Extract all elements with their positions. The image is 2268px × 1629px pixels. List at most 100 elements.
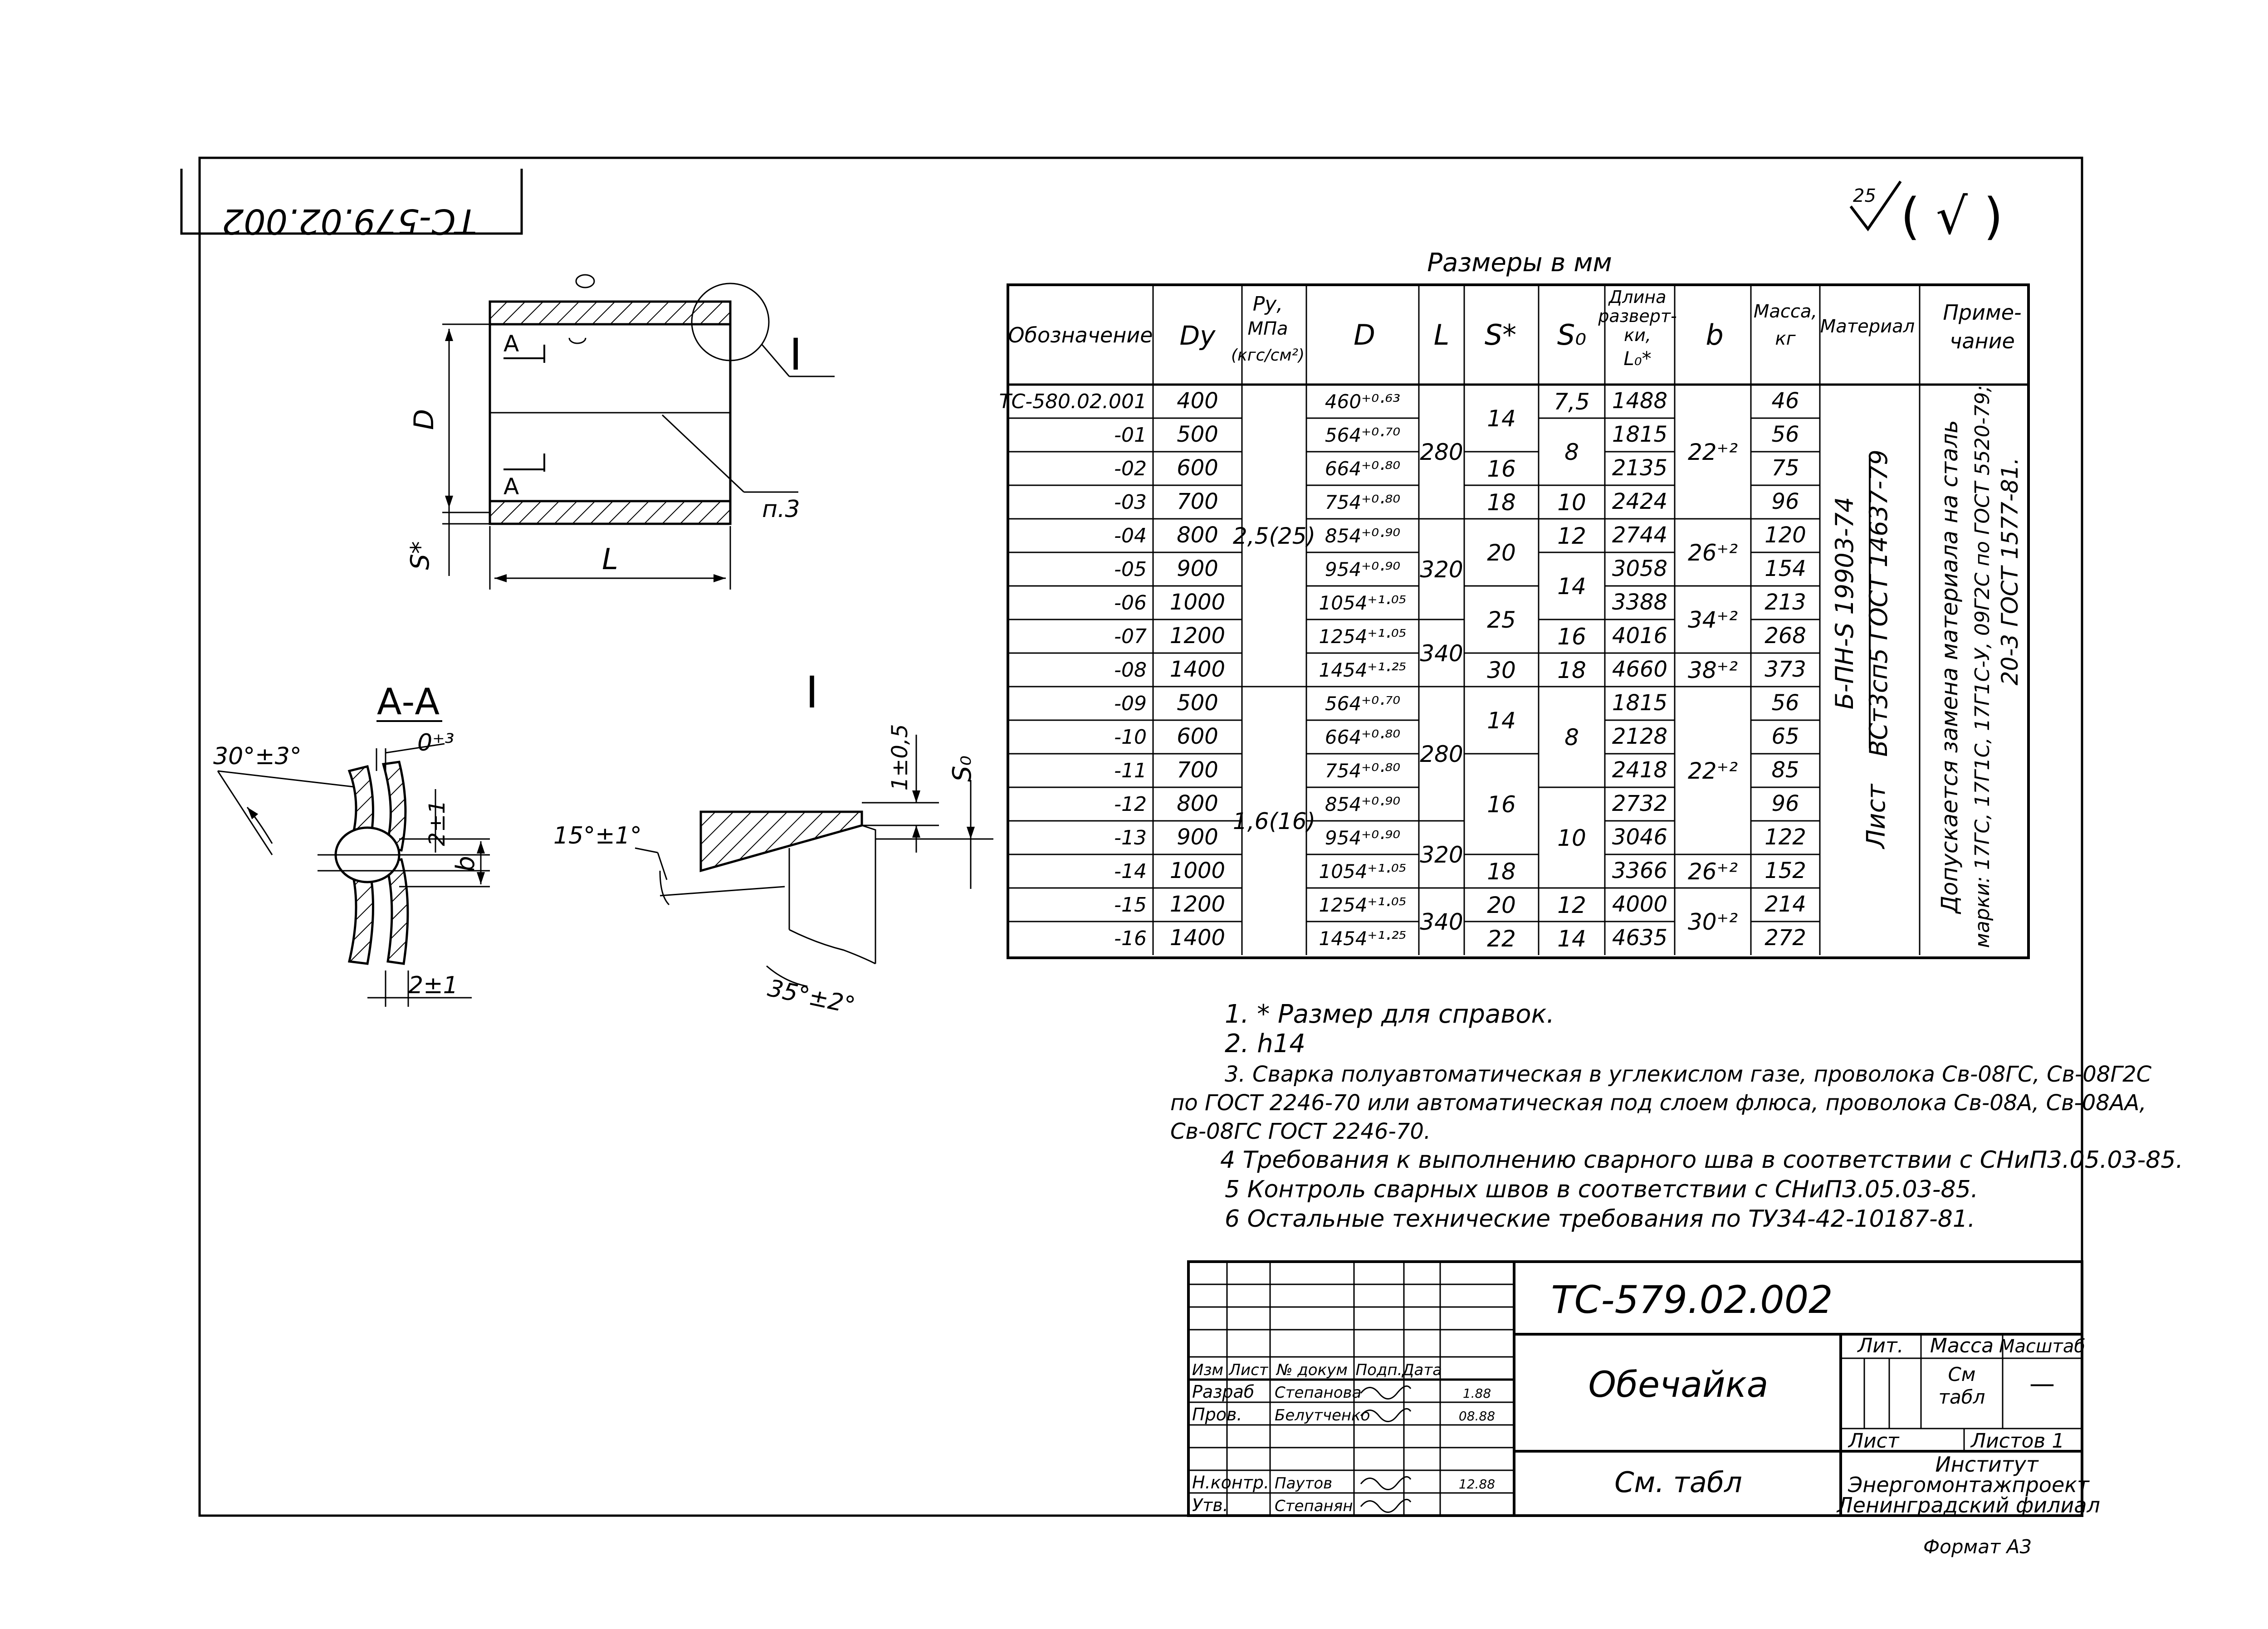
cell-lo-9: 1815 (1612, 690, 1667, 716)
cell-id-15: -15 (1114, 893, 1147, 917)
detail-s0: S₀ (948, 756, 977, 782)
section-mark-top: А (503, 331, 519, 357)
cell-id-16: -16 (1114, 927, 1147, 950)
tb-signature-0 (1360, 1385, 1412, 1400)
cell-lo-11: 2418 (1612, 757, 1667, 783)
tb-role-3: Утв. (1192, 1495, 1228, 1515)
cell-id-7: -07 (1114, 625, 1147, 648)
note-line-3: 20-3 ГОСТ 1577-81. (1997, 458, 2023, 686)
tb-signature-3 (1360, 1498, 1412, 1513)
cell-s-10: 22 (1487, 926, 1516, 952)
hdr-note-1: Приме- (1943, 300, 2021, 325)
note-5: 5 Контроль сварных швов в соответствии с… (1225, 1176, 1978, 1203)
cell-d-5: 954⁺⁰·⁹⁰ (1325, 558, 1400, 580)
cell-s-1: 16 (1487, 456, 1516, 482)
detail-angle1: 15°±1° (553, 822, 642, 849)
detail-i-view (635, 735, 993, 987)
wall-bottom (489, 500, 732, 525)
cell-lo-2: 2135 (1612, 455, 1667, 481)
cell-dy-6: 1000 (1170, 590, 1225, 615)
section-aa-view (217, 743, 490, 1007)
top-stamp-text: ТС-579.02.002 (222, 201, 477, 242)
tb-org-3: Ленинградский филиал (1836, 1493, 2100, 1517)
tb-col-header-0: Изм (1192, 1361, 1223, 1379)
cell-s0-6: 18 (1557, 657, 1586, 683)
cell-d-15: 1254⁺¹·⁰⁵ (1319, 894, 1407, 916)
cell-mass-7: 268 (1765, 623, 1806, 649)
cell-dy-4: 800 (1177, 522, 1218, 548)
hdr-designation: Обозначение (1008, 323, 1153, 347)
cell-mass-11: 85 (1771, 757, 1799, 783)
cell-d-6: 1054⁺¹·⁰⁵ (1319, 592, 1407, 614)
cell-s-0: 14 (1487, 405, 1516, 432)
hdr-py-1: Ру, (1253, 293, 1283, 316)
material-line-1: Лист (1862, 784, 1891, 849)
cell-id-12: -12 (1114, 793, 1147, 816)
label-s: S* (406, 541, 435, 570)
table-border (1007, 283, 2030, 959)
cell-s0-0: 7,5 (1554, 389, 1590, 415)
tb-sheets: Листов 1 (1970, 1429, 2064, 1453)
tb-role-2: Н.контр. (1192, 1473, 1269, 1492)
note-3c: Св-08ГС ГОСТ 2246-70. (1170, 1119, 1431, 1144)
cell-mass-3: 96 (1771, 489, 1799, 514)
cell-mass-4: 120 (1765, 522, 1806, 548)
cell-dy-11: 700 (1177, 757, 1218, 783)
cell-s-3: 20 (1487, 540, 1516, 566)
hdr-d: D (1354, 318, 1375, 351)
cell-l-0: 280 (1420, 439, 1463, 465)
cell-dy-15: 1200 (1170, 892, 1225, 917)
cell-id-8: -08 (1114, 658, 1147, 682)
cell-s0-10: 14 (1557, 926, 1586, 952)
cell-lo-13: 3046 (1612, 824, 1667, 850)
hdr-unfold-3: ки, (1624, 325, 1651, 345)
cell-id-0: ТС-580.02.001 (999, 390, 1147, 413)
cell-l-4: 320 (1420, 842, 1463, 868)
technical-notes: 1. * Размер для справок. 2. h14 3. Сварк… (1170, 1000, 2183, 1233)
cell-d-16: 1454⁺¹·²⁵ (1319, 927, 1407, 950)
detail-i-title: I (806, 667, 818, 718)
cell-s-5: 30 (1487, 657, 1516, 683)
tb-mass-val-1: См (1948, 1363, 1975, 1385)
cell-lo-12: 2732 (1612, 791, 1667, 816)
label-d: D (408, 409, 440, 430)
note-line-1: Допускается замена материала на сталь (1936, 420, 1963, 914)
cell-dy-5: 900 (1177, 556, 1218, 581)
title-block (1187, 1260, 2083, 1517)
cell-mass-6: 213 (1765, 590, 1806, 615)
cell-lo-3: 2424 (1612, 489, 1667, 514)
cell-s0-4: 14 (1557, 573, 1586, 600)
tb-role-0: Разраб (1192, 1382, 1254, 1402)
sheet-border (198, 156, 2083, 1517)
tb-col-header-1: Лист (1228, 1361, 1268, 1379)
hdr-note-2: чание (1950, 329, 2015, 353)
cell-l-3: 280 (1420, 741, 1463, 767)
cell-id-11: -11 (1114, 759, 1147, 782)
tb-scale-val: — (2029, 1369, 2055, 1399)
cell-d-1: 564⁺⁰·⁷⁰ (1325, 424, 1400, 446)
material-line-2: Б-ПН-S 19903-74 (1830, 497, 1859, 710)
cell-lo-10: 2128 (1612, 724, 1667, 749)
cell-id-5: -05 (1114, 558, 1147, 581)
tb-signature-1 (1360, 1408, 1412, 1422)
cell-lo-16: 4635 (1612, 925, 1667, 951)
cell-s-8: 18 (1487, 858, 1516, 885)
cell-id-14: -14 (1114, 860, 1147, 883)
cell-py-1: 1,6(16) (1233, 808, 1315, 834)
tb-col-header-4: Дата (1401, 1361, 1442, 1379)
hdr-unfold-4: L₀* (1623, 347, 1651, 370)
cell-id-9: -09 (1114, 692, 1147, 715)
cell-s0-7: 8 (1564, 724, 1579, 751)
note-2: 2. h14 (1225, 1029, 1305, 1058)
roughness-value: 25 (1853, 185, 1876, 206)
hdr-s0: S₀ (1557, 318, 1586, 351)
cell-b-6: 30⁺² (1688, 909, 1738, 935)
cell-id-10: -10 (1114, 726, 1147, 749)
cell-s-6: 14 (1487, 707, 1516, 734)
roughness-mark: 25 ( √ ) (1849, 180, 2003, 245)
cell-dy-7: 1200 (1170, 623, 1225, 649)
cell-dy-0: 400 (1177, 388, 1218, 414)
hdr-py-3: (кгс/см²) (1231, 346, 1305, 365)
tb-org-2: Энергомонтажпроект (1848, 1473, 2090, 1497)
